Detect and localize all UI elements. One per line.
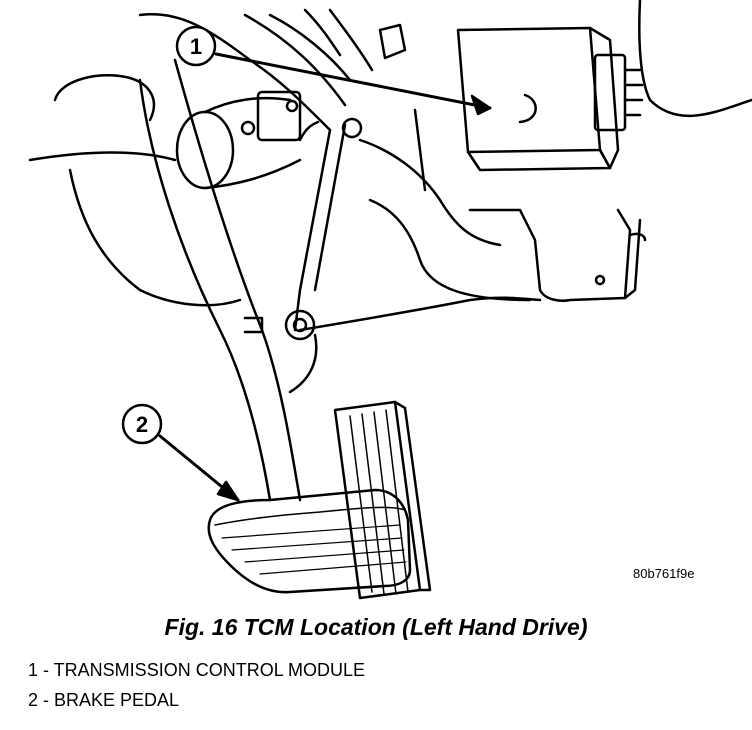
pedal-arm bbox=[138, 58, 363, 502]
callout-1-number: 1 bbox=[190, 34, 202, 59]
legend-item-tcm: 1 - TRANSMISSION CONTROL MODULE bbox=[28, 660, 366, 680]
legend-item-brake-pedal: 2 - BRAKE PEDAL bbox=[28, 690, 180, 710]
figure-caption: Fig. 16 TCM Location (Left Hand Drive) bbox=[164, 614, 588, 640]
tcm-mounting-bracket bbox=[468, 208, 647, 302]
accelerator-pedal bbox=[333, 400, 432, 600]
steering-column bbox=[175, 90, 320, 190]
callout-1 bbox=[175, 25, 492, 116]
dashboard-lines bbox=[28, 0, 752, 332]
brake-pedal bbox=[207, 488, 412, 594]
transmission-control-module bbox=[456, 26, 644, 172]
figure-id: 80b761f9e bbox=[633, 566, 695, 581]
callout-2 bbox=[121, 403, 240, 502]
tcm-location-illustration: 1 2 bbox=[28, 0, 752, 600]
callout-legend: 1 - TRANSMISSION CONTROL MODULE 2 - BRAK… bbox=[28, 655, 365, 715]
callout-2-number: 2 bbox=[136, 412, 148, 437]
